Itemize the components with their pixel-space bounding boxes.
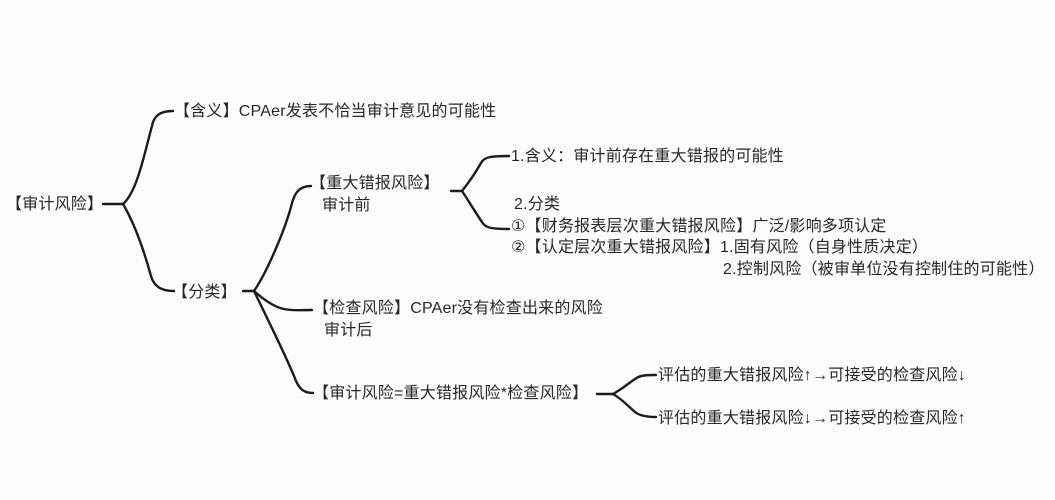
mm-classification-item-fs-level: ①【财务报表层次重大错报风险】广泛/影响多项认定 [511,217,887,235]
detection-risk-subtitle: 审计后 [324,322,373,339]
node-relation-up: 评估的重大错报风险↑→可接受的检查风险↓ [658,367,967,384]
detection-risk-title: 【检查风险】CPAer没有检查出来的风险 [313,300,603,317]
node-mm-meaning: 1.含义：审计前存在重大错报的可能性 [511,148,784,165]
connector-classification-to-formula [252,289,315,395]
node-audit-risk-root: 【审计风险】 [6,196,104,213]
connector-root-to-meaning [121,109,175,206]
node-classification: 【分类】 [172,284,237,301]
connector-msr-to-meaning [460,154,511,193]
node-relation-down: 评估的重大错报风险↓→可接受的检查风险↑ [658,410,967,427]
material-misstatement-subtitle: 审计前 [322,197,371,214]
connector-classification-to-detection [252,289,314,312]
node-formula: 【审计风险=重大错报风险*检查风险】 [313,385,589,402]
material-misstatement-title: 【重大错报风险】 [310,175,440,192]
mm-classification-item-control-risk: 2.控制风险（被审单位没有控制住的可能性） [723,260,1045,278]
mm-classification-item-assertion-level: ②【认定层次重大错报风险】1.固有风险（自身性质决定） [511,239,929,256]
connector-msr-to-classification [460,189,511,231]
mm-classification-heading: 2.分类 [514,196,561,213]
node-detection-risk: 【检查风险】CPAer没有检查出来的风险 审计后 [313,299,603,341]
node-mm-classification: 2.分类 ①【财务报表层次重大错报风险】广泛/影响多项认定 ②【认定层次重大错报… [511,194,1045,280]
connector-formula-to-relation-up [611,373,658,396]
node-material-misstatement-risk: 【重大错报风险】 审计前 [310,174,440,216]
node-meaning: 【含义】CPAer发表不恰当审计意见的可能性 [174,103,497,120]
connector-root-to-classification [121,202,176,293]
connector-formula-to-relation-down [611,392,658,419]
connector-classification-to-msr [252,184,313,293]
